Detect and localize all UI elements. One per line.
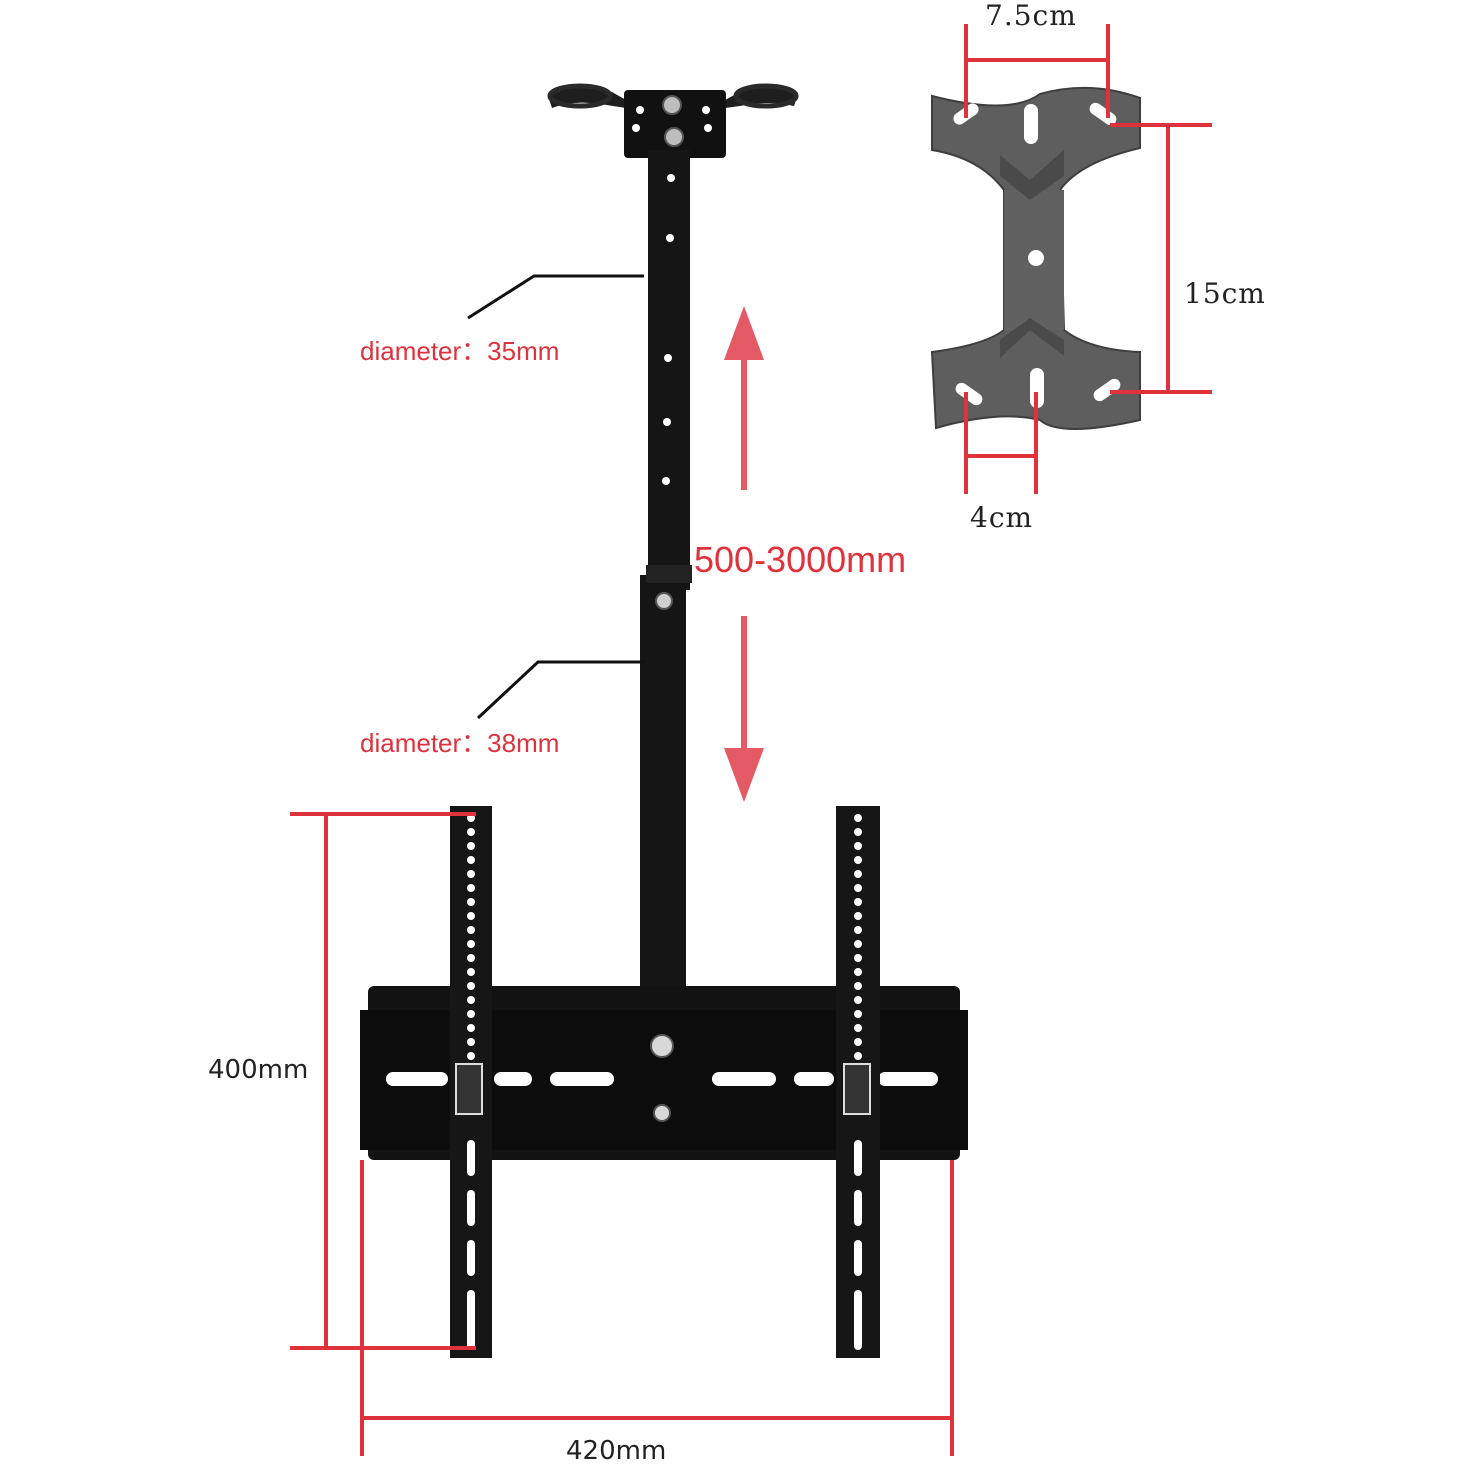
tv-bracket-arms (450, 806, 880, 1358)
arm-slot (467, 1190, 475, 1226)
arm-hole (854, 954, 862, 962)
arm-hole (854, 982, 862, 990)
arm-hole (854, 842, 862, 850)
arm-slot (467, 1290, 475, 1350)
ceiling-clamp (547, 83, 799, 158)
arm-hole (467, 842, 475, 850)
arm-hole (854, 814, 862, 822)
arm-hole (854, 940, 862, 948)
bracket-height-label: 400mm (208, 1055, 309, 1085)
pole-length-range-label: 500-3000mm (694, 539, 907, 580)
upper-pole-diameter-label: diameter：35mm (360, 336, 560, 366)
arm-hole (467, 1024, 475, 1032)
arm-hole (854, 870, 862, 878)
arm-hole (467, 898, 475, 906)
arm-slot (854, 1140, 862, 1176)
arm-hole (467, 1010, 475, 1018)
ceiling-plate (930, 86, 1141, 430)
plate-width-label: 7.5cm (985, 0, 1077, 32)
arm-hole (854, 926, 862, 934)
arm-hole (467, 870, 475, 878)
arm-hole (854, 912, 862, 920)
length-range-arrows (724, 306, 764, 802)
plate-dimension-lines (964, 24, 1212, 494)
plate-height-label: 15cm (1184, 277, 1266, 310)
arm-hole (467, 884, 475, 892)
arm-hole (854, 1010, 862, 1018)
arm-hole (467, 954, 475, 962)
arm-hole (854, 898, 862, 906)
arm-hole (854, 1038, 862, 1046)
arm-slot (467, 1240, 475, 1276)
arm-hole (854, 1024, 862, 1032)
bracket-dimension-lines (290, 812, 954, 1456)
arm-slot (854, 1190, 862, 1226)
arm-hole (467, 828, 475, 836)
arm-hole (467, 912, 475, 920)
lower-pole-diameter-label: diameter：38mm (360, 728, 560, 758)
diameter-leaders (467, 274, 646, 720)
arm-hole (854, 968, 862, 976)
arm-slot (854, 1290, 862, 1350)
arm-hole (467, 1052, 475, 1060)
arm-hole (854, 828, 862, 836)
arm-hole (467, 996, 475, 1004)
arm-hole (467, 940, 475, 948)
arm-hole (467, 856, 475, 864)
arm-hole (854, 856, 862, 864)
arm-hole (854, 1052, 862, 1060)
arm-hole (467, 1038, 475, 1046)
arm-hole (467, 982, 475, 990)
arm-slot (854, 1240, 862, 1276)
bracket-width-label: 420mm (566, 1436, 667, 1466)
arm-slot (467, 1140, 475, 1176)
arm-hole (854, 884, 862, 892)
telescopic-pole (640, 150, 692, 995)
arm-hole (467, 968, 475, 976)
slot-spacing-label: 4cm (970, 501, 1034, 534)
arm-hole (854, 996, 862, 1004)
arm-hole (467, 926, 475, 934)
